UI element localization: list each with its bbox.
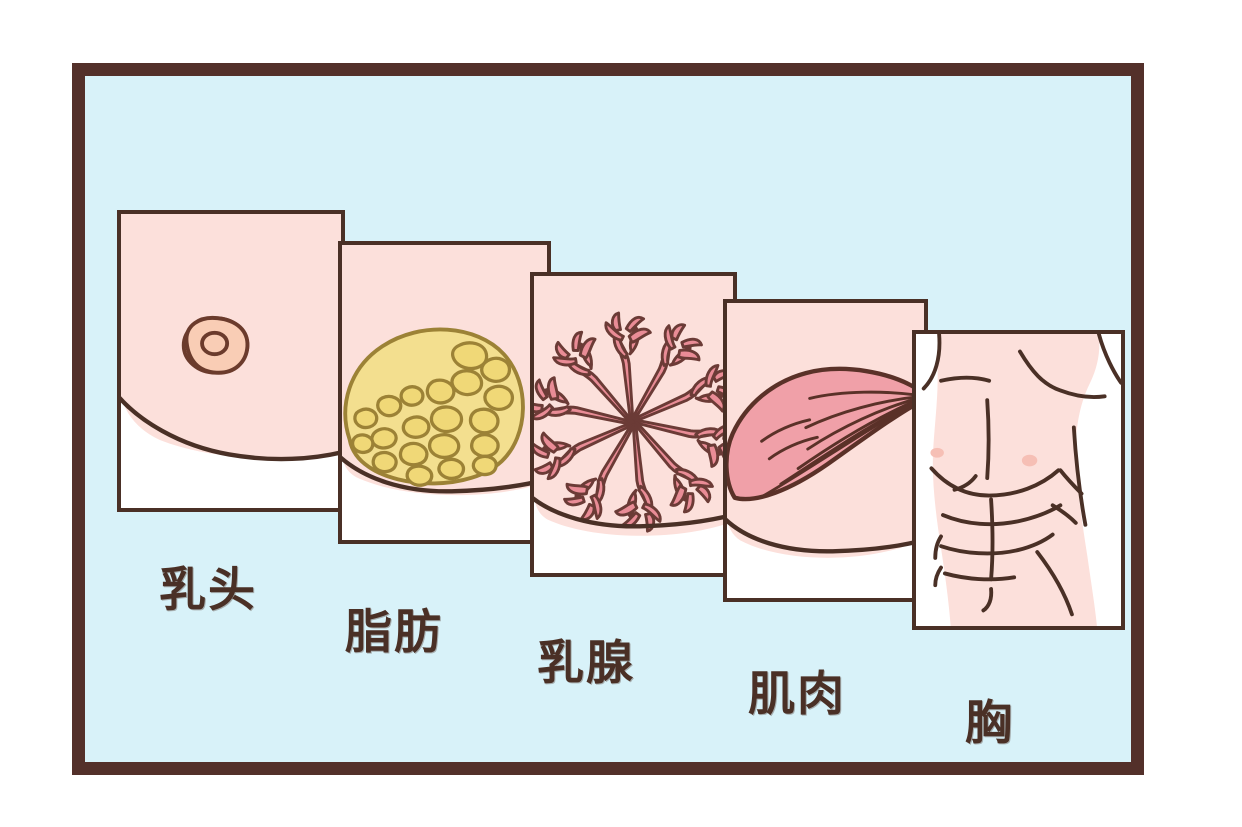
panel-chest[interactable]: [912, 330, 1125, 630]
picture-frame: 乳头 脂肪 乳腺 肌肉 胸: [72, 63, 1144, 775]
label-muscle: 肌肉: [748, 667, 846, 720]
breast-skin-nipple-icon: [121, 214, 341, 508]
male-torso-icon: [916, 334, 1121, 626]
panel-gland[interactable]: [530, 272, 737, 577]
mammary-gland-ducts-icon: [534, 276, 733, 573]
panel-muscle[interactable]: [723, 299, 928, 602]
pectoral-muscle-icon: [727, 303, 924, 598]
panel-nipple[interactable]: [117, 210, 345, 512]
adipose-tissue-icon: [342, 245, 547, 540]
label-fat: 脂肪: [345, 605, 443, 658]
label-chest: 胸: [965, 696, 1014, 749]
label-nipple: 乳头: [159, 563, 257, 616]
panel-fat[interactable]: [338, 241, 551, 544]
label-gland: 乳腺: [537, 636, 635, 689]
